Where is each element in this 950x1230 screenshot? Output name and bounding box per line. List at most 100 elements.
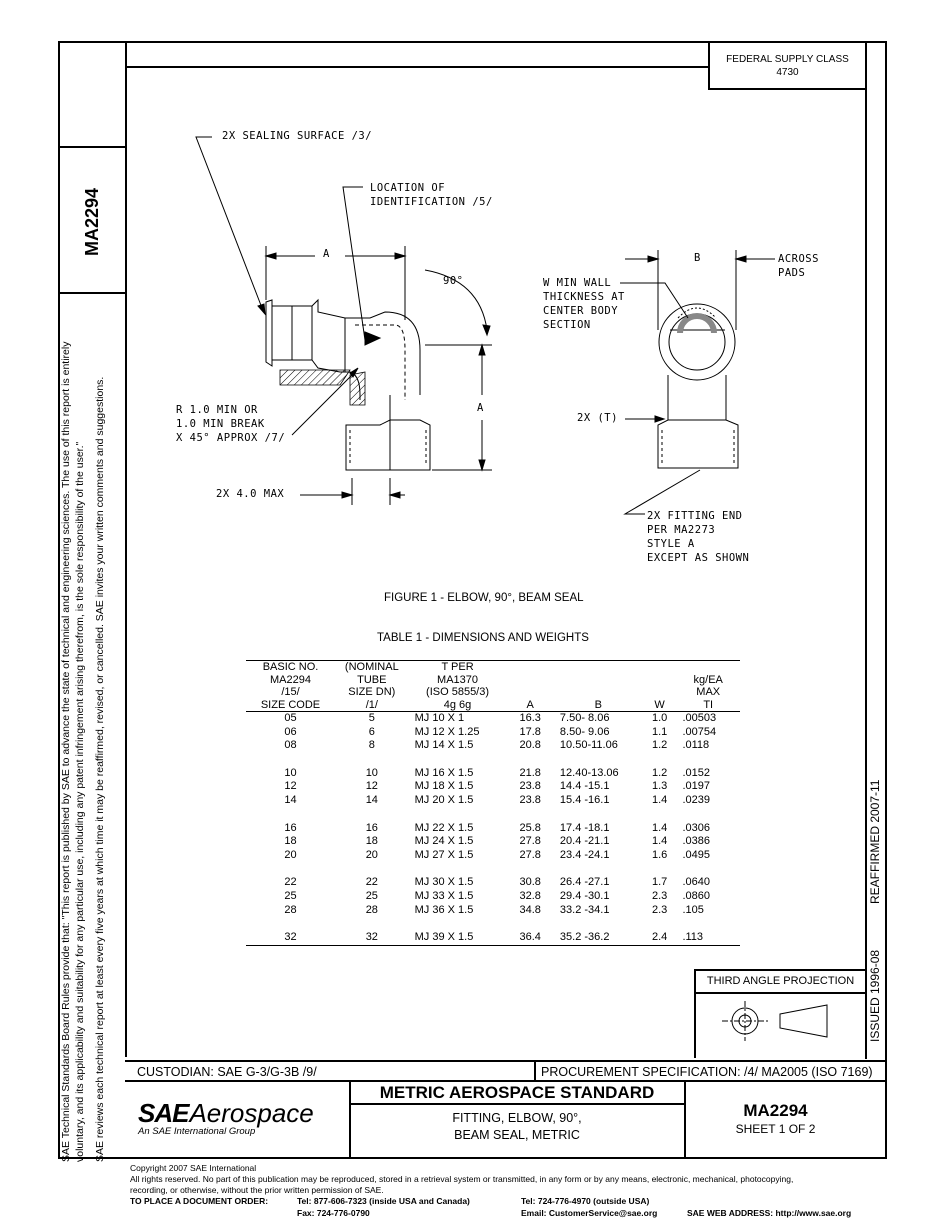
cell-weight: .0239: [682, 793, 710, 806]
header-t-class: 4g 6g: [408, 698, 507, 712]
radius-line-3: X 45° APPROX /7/: [176, 432, 286, 444]
table-subheader-row: SIZE CODE /1/ 4g 6g A B W TI: [246, 698, 740, 712]
projection-label: THIRD ANGLE PROJECTION: [706, 975, 855, 987]
footer-fax: Fax: 724-776-0790: [297, 1208, 370, 1218]
fitting-line-3: STYLE A: [647, 538, 695, 550]
cell-thread: MJ 30 X 1.5: [414, 876, 474, 889]
cell-weight: .0860: [682, 889, 710, 902]
docid-box-bottom: [58, 292, 127, 294]
table-spacer-row: [246, 917, 740, 931]
dim-a-side-label: A: [477, 402, 484, 414]
figure-caption: FIGURE 1 - ELBOW, 90°, BEAM SEAL: [384, 592, 584, 604]
fsc-code: 4730: [776, 67, 799, 78]
header-nominal-1: (NOMINAL: [344, 661, 399, 673]
cell-weight: .0495: [682, 848, 710, 861]
location-id-label: LOCATION OF IDENTIFICATION /5/: [370, 181, 493, 209]
cell-weight: .0197: [682, 780, 710, 793]
cell-size-code: 12: [284, 780, 297, 793]
title-block-hline: [349, 1103, 685, 1105]
cell-wall-w: 1.4: [651, 835, 668, 848]
id-location-mark: [364, 331, 382, 346]
cell-thread: MJ 10 X 1: [414, 712, 465, 724]
cell-dim-b: 17.4 -18.1: [559, 821, 610, 834]
cell-dim-a: 34.8: [519, 903, 541, 916]
doc-number: MA2294: [743, 1101, 808, 1120]
cell-size-code: 28: [284, 903, 297, 916]
radius-line-2: 1.0 MIN BREAK: [176, 418, 265, 430]
angle-label: 90°: [443, 275, 464, 287]
header-ti-ref: TI: [676, 698, 740, 712]
cell-nominal-size: 28: [365, 903, 378, 916]
cell-nominal-size: 32: [335, 931, 409, 946]
spacer-cell: [246, 753, 740, 767]
fitting-end-label: 2X FITTING END PER MA2273 STYLE A EXCEPT…: [647, 509, 749, 565]
cell-size-code: 32: [246, 931, 335, 946]
cell-size-code: 10: [284, 766, 297, 779]
cell-dim-b: 26.4 -27.1: [559, 876, 610, 889]
header-ti-2: MAX: [696, 686, 721, 698]
t-label: 2X (T): [577, 412, 618, 424]
wall-line-3: CENTER BODY: [543, 305, 619, 317]
header-ti-1: kg/EA: [693, 673, 723, 686]
footer-web[interactable]: SAE WEB ADDRESS: http://www.sae.org: [687, 1208, 852, 1218]
cell-weight: .113: [676, 931, 740, 946]
cell-nominal-size: 10: [365, 766, 378, 779]
cell-wall-w: 1.0: [651, 712, 668, 724]
cell-wall-w: 1.6: [651, 848, 668, 861]
projection-box: [694, 969, 867, 1058]
procurement-spec: PROCUREMENT SPECIFICATION: /4/ MA2005 (I…: [541, 1065, 873, 1079]
header-line: [125, 66, 709, 68]
across-pads-label: ACROSS PADS: [778, 252, 819, 280]
footer: Copyright 2007 SAE International All rig…: [130, 1163, 890, 1196]
logo-sae: SAE: [138, 1098, 189, 1128]
across-line-1: ACROSS: [778, 253, 819, 265]
logo-aerospace: Aerospace: [189, 1098, 314, 1128]
header-t-1: T PER: [441, 661, 474, 673]
cell-dim-b: 35.2 -36.2: [553, 931, 643, 946]
custodian-top-line: [125, 1060, 887, 1062]
footer-tel-us: Tel: 877-606-7323 (inside USA and Canada…: [297, 1196, 470, 1206]
standard-title: METRIC AEROSPACE STANDARD: [379, 1083, 655, 1102]
header-basic-2: MA2294: [270, 673, 311, 686]
radius-line-1: R 1.0 MIN OR: [176, 404, 258, 416]
cell-dim-a: 32.8: [519, 889, 541, 902]
cell-wall-w: 1.7: [651, 876, 668, 889]
title-block-divider-1: [349, 1080, 351, 1159]
cell-dim-a: 27.8: [519, 835, 541, 848]
custodian-divider: [534, 1060, 536, 1082]
cell-dim-a: 21.8: [519, 766, 541, 779]
location-id-line-2: IDENTIFICATION /5/: [370, 196, 493, 208]
cell-wall-w: 2.3: [651, 889, 668, 902]
wall-thickness-label: W MIN WALL THICKNESS AT CENTER BODY SECT…: [543, 276, 625, 332]
reaffirmed-date: REAFFIRMED 2007-11: [868, 779, 882, 904]
spacer-cell: [246, 862, 740, 876]
header-a: A: [506, 698, 554, 712]
custodian-bottom-line: [125, 1080, 887, 1082]
sealing-face-left: [265, 299, 273, 367]
issued-date: ISSUED 1996-08: [868, 949, 882, 1042]
table-spacer-row: [246, 753, 740, 767]
cell-wall-w: 1.1: [651, 725, 668, 738]
cell-wall-w: 1.2: [651, 739, 668, 752]
header-nominal-3: SIZE DN): [348, 686, 396, 698]
radius-note: R 1.0 MIN OR 1.0 MIN BREAK X 45° APPROX …: [176, 403, 285, 445]
header-nominal-2: TUBE: [357, 673, 387, 686]
wall-line-2: THICKNESS AT: [543, 291, 625, 303]
cell-wall-w: 1.2: [651, 766, 668, 779]
header-basic: BASIC NO. MA2294 /15/: [246, 660, 335, 699]
cell-dim-a: 36.4: [506, 931, 554, 946]
projection-divider: [694, 992, 867, 994]
footer-email[interactable]: Email: CustomerService@sae.org: [521, 1208, 658, 1218]
footer-order-label: TO PLACE A DOCUMENT ORDER:: [130, 1196, 269, 1206]
cell-nominal-size: 5: [368, 712, 375, 724]
